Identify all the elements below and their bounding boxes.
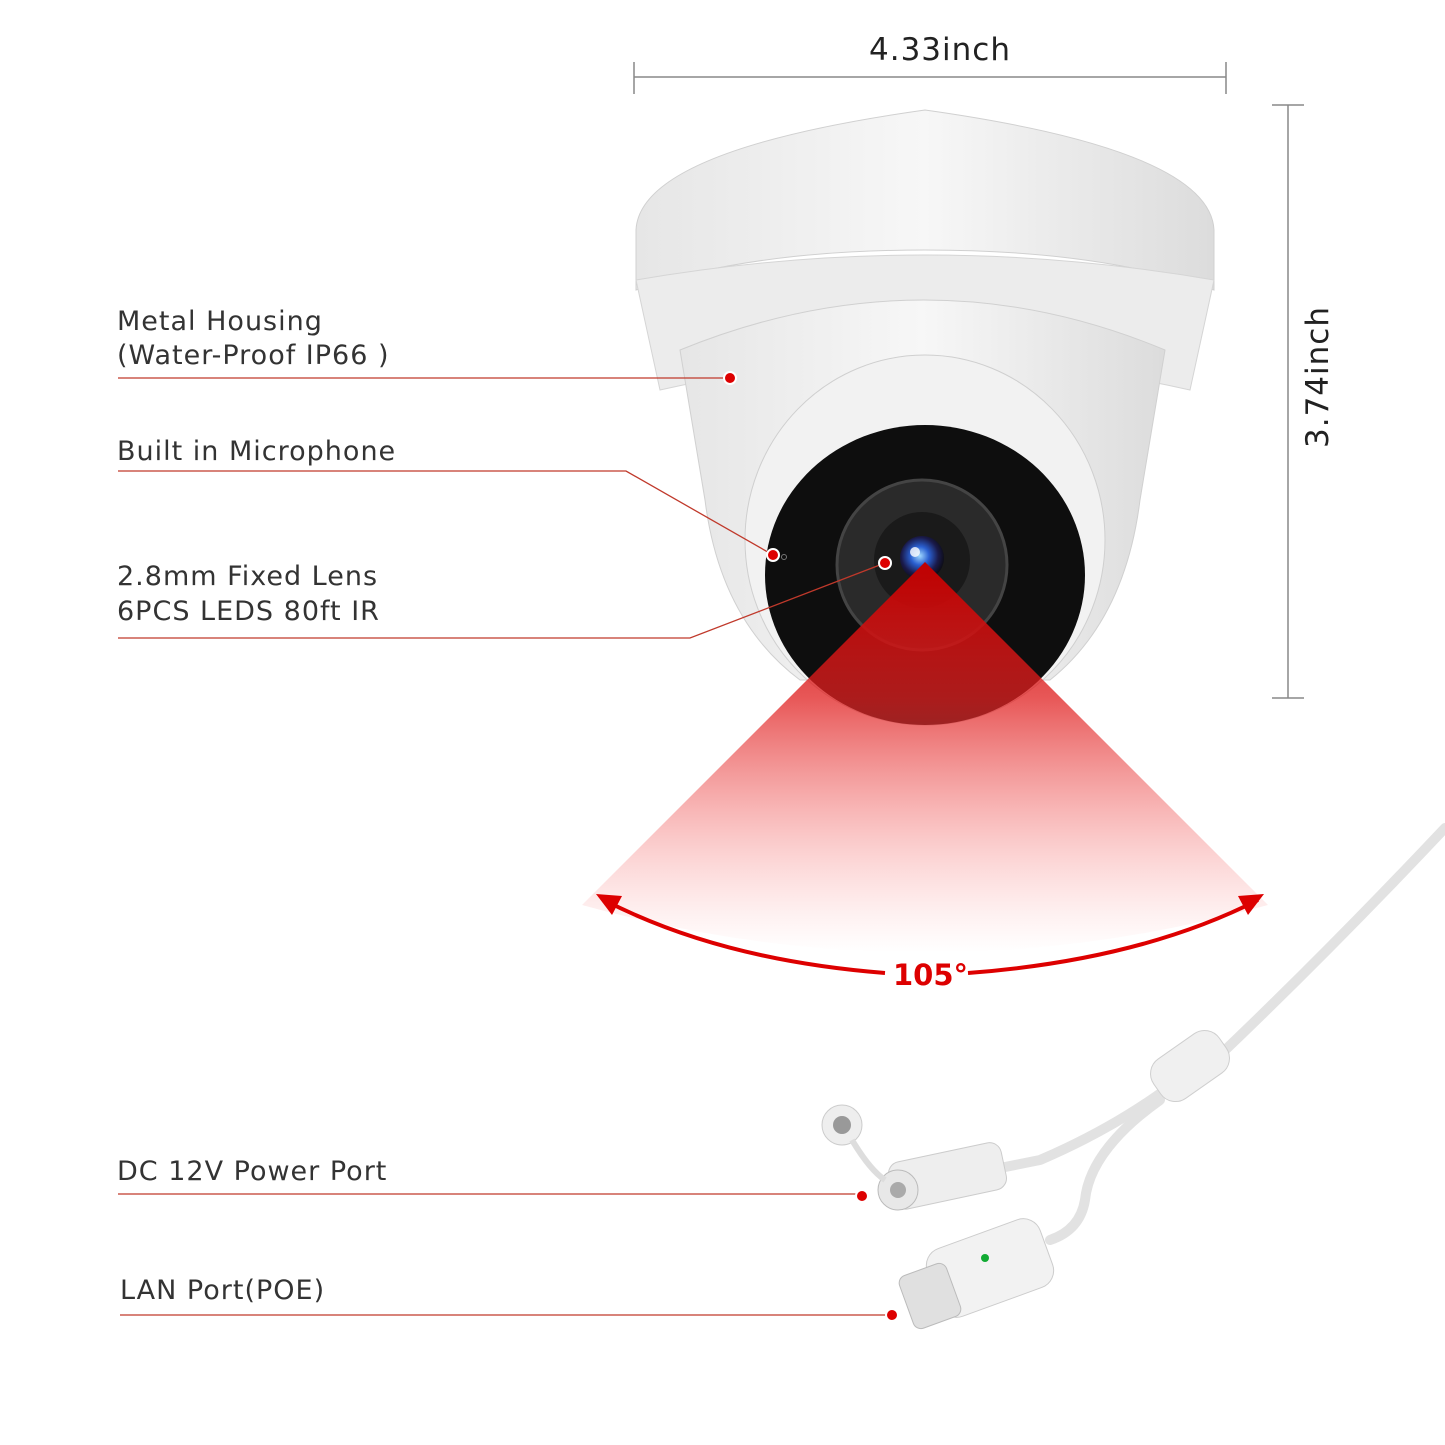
- housing-label-line1: Metal Housing: [117, 306, 323, 337]
- callout-dots: [723, 371, 899, 1322]
- cable-splitter: [1150, 1029, 1230, 1103]
- callout-dot-microphone: [766, 548, 780, 562]
- camera-cable: [995, 823, 1445, 1245]
- view-angle-label: 105°: [893, 958, 969, 992]
- angle-arrow-left-icon: [596, 894, 622, 915]
- callout-line-microphone: [118, 470, 774, 556]
- lens-label-line2: 6PCS LEDS 80ft IR: [117, 596, 380, 627]
- angle-arrow-right-icon: [1238, 894, 1264, 915]
- callout-dot-housing: [723, 371, 737, 385]
- housing-label-line2: (Water-Proof IP66 ): [117, 340, 390, 371]
- ir-beam-cone: [582, 562, 1268, 953]
- dc-power-connector: [821, 1104, 1007, 1211]
- height-dimension-line: [1272, 104, 1304, 699]
- width-dimension-line: [633, 62, 1227, 94]
- height-dimension-label: 3.74inch: [1300, 306, 1336, 448]
- power-port-label: DC 12V Power Port: [117, 1156, 388, 1187]
- callout-dot-power: [855, 1189, 869, 1203]
- lan-port-label: LAN Port(POE): [120, 1275, 326, 1306]
- width-dimension-label: 4.33inch: [869, 32, 1011, 68]
- microphone-label: Built in Microphone: [117, 436, 397, 467]
- lan-connector: [898, 1218, 1055, 1330]
- callout-dot-lan: [885, 1308, 899, 1322]
- callout-lines: [118, 377, 892, 1316]
- callout-line-lens: [118, 562, 886, 639]
- lens-label-line1: 2.8mm Fixed Lens: [117, 561, 379, 592]
- callout-dot-lens: [878, 556, 892, 570]
- angle-arc: [603, 898, 1259, 975]
